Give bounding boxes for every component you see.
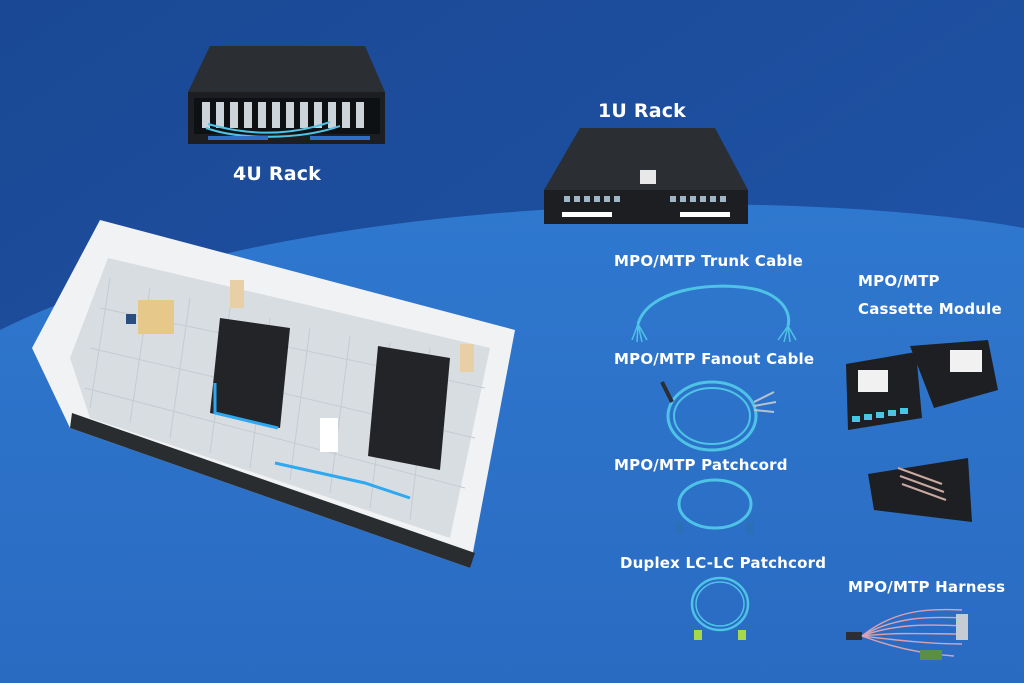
patchcord-label: MPO/MTP Patchcord <box>614 456 788 474</box>
rack-4u-label: 4U Rack <box>233 163 322 185</box>
cassette-label-line1: MPO/MTP <box>858 272 940 290</box>
patchcord-image <box>676 478 754 534</box>
harness-label: MPO/MTP Harness <box>848 578 1006 596</box>
duplex-patchcord-label: Duplex LC-LC Patchcord <box>620 554 827 572</box>
fanout-cable-image <box>660 380 777 452</box>
trunk-cable-label: MPO/MTP Trunk Cable <box>614 252 804 270</box>
cassette-label-line2: Cassette Module <box>858 300 1002 318</box>
trunk-cable-image <box>631 284 797 343</box>
rack-1u-label: 1U Rack <box>598 100 687 122</box>
1u-rack-image <box>544 128 748 224</box>
data-center-room-image <box>32 220 515 568</box>
cassette-module-image <box>846 340 998 522</box>
harness-image <box>846 608 968 660</box>
fanout-cable-label: MPO/MTP Fanout Cable <box>614 350 815 368</box>
duplex-patchcord-image <box>690 576 750 640</box>
4u-rack-image <box>188 46 385 144</box>
